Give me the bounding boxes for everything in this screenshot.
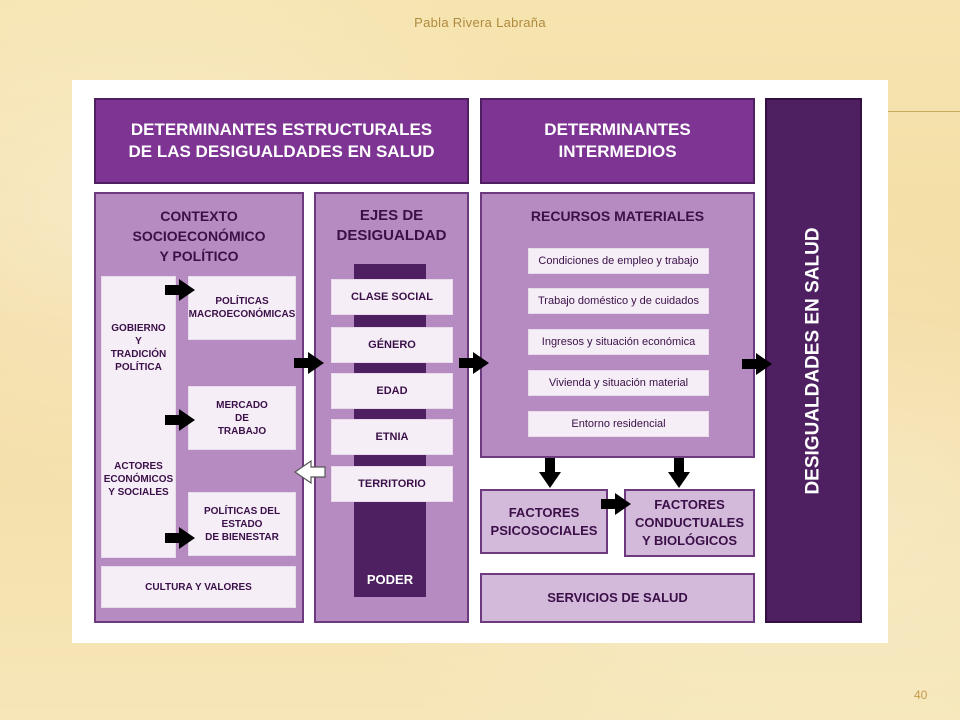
welfare-policies-box: POLÍTICAS DEL ESTADO DE BIENESTAR: [188, 492, 296, 556]
arrow-right-icon: [294, 352, 324, 374]
arrow-left-icon: [294, 460, 326, 484]
arrow-right-icon: [742, 353, 772, 375]
axis-item: GÉNERO: [331, 327, 453, 363]
arrow-right-icon: [601, 493, 631, 515]
header-structural-determinants: DETERMINANTES ESTRUCTURALES DE LAS DESIG…: [94, 98, 469, 184]
actors-label: ACTORES ECONÓMICOS Y SOCIALES: [103, 461, 174, 498]
arrow-down-icon: [668, 458, 690, 488]
psychosocial-factors-box: FACTORES PSICOSOCIALES: [480, 489, 608, 554]
axis-item: EDAD: [331, 373, 453, 409]
arrow-down-icon: [539, 458, 561, 488]
decorative-line: [888, 111, 960, 112]
behavioural-factors-box: FACTORES CONDUCTUALES Y BIOLÓGICOS: [624, 489, 755, 557]
arrow-right-icon: [165, 279, 195, 301]
axis-item: ETNIA: [331, 419, 453, 455]
culture-values-box: CULTURA Y VALORES: [101, 566, 296, 608]
axis-item: TERRITORIO: [331, 466, 453, 502]
slide-author: Pabla Rivera Labraña: [414, 15, 546, 30]
health-services-box: SERVICIOS DE SALUD: [480, 573, 755, 623]
header-intermediate-determinants: DETERMINANTES INTERMEDIOS: [480, 98, 755, 184]
material-item: Ingresos y situación económica: [528, 329, 709, 355]
axis-item: CLASE SOCIAL: [331, 279, 453, 315]
government-label: GOBIERNO Y TRADICIÓN POLÍTICA: [110, 323, 167, 373]
context-panel: CONTEXTO SOCIOECONÓMICO Y POLÍTICO GOBIE…: [94, 192, 304, 623]
labour-market-box: MERCADO DE TRABAJO: [188, 386, 296, 450]
material-resources-panel: RECURSOS MATERIALES Condiciones de emple…: [480, 192, 755, 458]
material-item: Condiciones de empleo y trabajo: [528, 248, 709, 274]
axes-title: EJES DE DESIGUALDAD: [336, 207, 447, 244]
diagram-canvas: DETERMINANTES ESTRUCTURALES DE LAS DESIG…: [72, 80, 888, 643]
arrow-right-icon: [165, 527, 195, 549]
axes-panel: EJES DE DESIGUALDAD CLASE SOCIAL GÉNERO …: [314, 192, 469, 623]
material-item: Entorno residencial: [528, 411, 709, 437]
power-label: PODER: [366, 571, 414, 587]
arrow-right-icon: [459, 352, 489, 374]
material-item: Vivienda y situación material: [528, 370, 709, 396]
flow-arrows: [165, 279, 772, 549]
arrow-right-icon: [165, 409, 195, 431]
page-number: 40: [914, 688, 928, 702]
material-title: RECURSOS MATERIALES: [530, 208, 705, 224]
context-title: CONTEXTO SOCIOECONÓMICO Y POLÍTICO: [132, 208, 266, 264]
macro-policies-box: POLÍTICAS MACROECONÓMICAS: [188, 276, 296, 340]
material-item: Trabajo doméstico y de cuidados: [528, 288, 709, 314]
outcome-panel: DESIGUALDADES EN SALUD: [765, 98, 862, 623]
